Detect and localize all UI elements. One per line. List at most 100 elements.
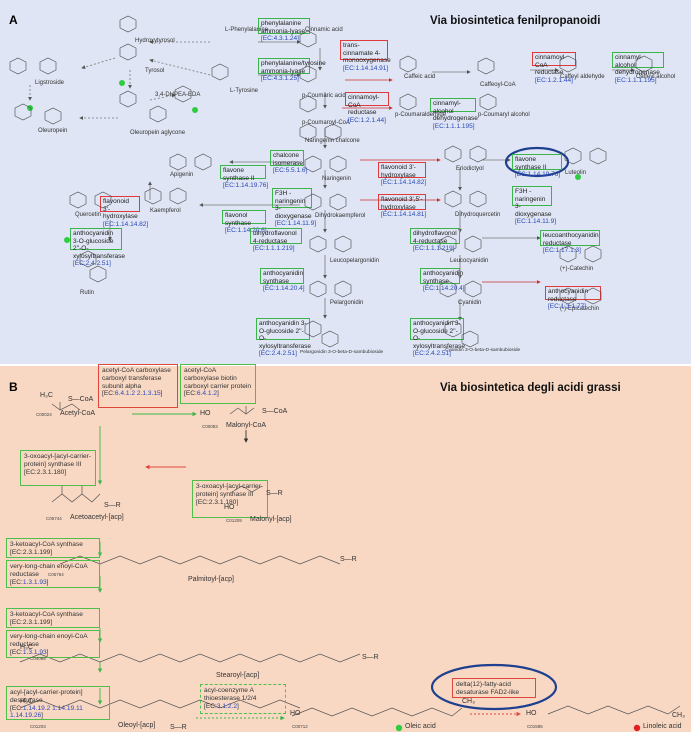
- compound-label: Leucocyanidin: [450, 258, 489, 264]
- enzyme-box-a3g2: anthocyanidin 3-O-glucoside 2''-O-xylosy…: [256, 318, 311, 357]
- sr-label: S—R: [340, 556, 357, 563]
- malonyl-acp-label: Malonyl-[acp]: [250, 516, 292, 523]
- compound-label: Naringenin: [322, 176, 352, 182]
- compound-label: L-Phenylalanine: [225, 27, 269, 33]
- compound-label: p-Coumaryl alcohol: [478, 112, 530, 118]
- compound-label: Kaempferol: [150, 208, 181, 214]
- compound-label: Hydroxytyrosol: [135, 38, 175, 44]
- enzyme-box-a3g: anthocyanidin 3-O-glucoside 2''-O-xylosy…: [70, 228, 125, 267]
- compound-label: Pelargonidin 3-O-beta-D-sambubioside: [300, 350, 384, 355]
- enzyme-box-pal: phenylalanine ammonia-lyase [EC:4.3.1.24…: [258, 18, 310, 42]
- compound-id: C01595: [527, 724, 543, 729]
- linoleic-acid-dot: [633, 724, 641, 732]
- sr-label: S—R: [362, 654, 379, 661]
- enzyme-box-ccr2: cinnamoyl-CoA reductase [EC:1.2.1.44]: [532, 52, 576, 84]
- compound-label: p-Coumaric acid: [302, 93, 346, 99]
- compound-id: C00712: [292, 724, 308, 729]
- scoa-label: S—CoA: [262, 408, 288, 415]
- acetyl-coa-label: Acetyl-CoA: [60, 410, 96, 417]
- enzyme-box-dfr2: dihydroflavonol 4-reductase [EC:1.1.1.21…: [410, 228, 460, 252]
- enzyme-box-c4h: trans-cinnamate 4-monooxygenase [EC:1.14…: [340, 40, 391, 72]
- compound-id: C00024: [36, 412, 52, 417]
- compound-label: Eriodictyol: [456, 166, 484, 172]
- compound-label: Oleuropein: [38, 128, 68, 134]
- h3c-label: H₃C: [40, 392, 53, 399]
- green-marker-dot: [575, 174, 581, 180]
- enzyme-box-ans: anthocyanidin synthase [EC:1.14.20.4]: [260, 268, 305, 292]
- compound-label: Pelargonidin: [330, 300, 364, 306]
- compound-label: p-Coumaraldehyde: [395, 112, 447, 118]
- green-marker-dot: [64, 237, 70, 243]
- enzyme-box-f3prime-h-left: flavonoid 3'-hydroxylase [EC:1.14.14.82]: [100, 196, 148, 228]
- compound-label: Caffeyl alcohol: [636, 74, 676, 80]
- scoa-label: S—CoA: [68, 396, 94, 403]
- sr-label: S—R: [170, 724, 187, 731]
- green-marker-dot: [119, 80, 125, 86]
- compound-label: 3,4-DHPEA-EDA: [155, 92, 201, 98]
- compound-label: Cyanidin: [458, 300, 482, 306]
- acetoacetyl-label: Acetoacetyl-[acp]: [70, 514, 124, 521]
- panel-b-label: B: [9, 380, 18, 394]
- oleic-acid-dot: [395, 724, 403, 732]
- compound-label: Naringenin chalcone: [305, 138, 360, 144]
- panel-a-title: Via biosintetica fenilpropanoidi: [430, 15, 601, 27]
- enzyme-box-vlc-2: very-long-chain enoyl-CoA reductase [EC:…: [6, 630, 100, 658]
- compound-label: L-Tyrosine: [230, 88, 259, 94]
- enzyme-box-kas3-left: 3-oxoacyl-[acyl-carrier-protein] synthas…: [20, 450, 96, 486]
- compound-label: Apigenin: [170, 172, 194, 178]
- enzyme-box-sad: acyl-[acyl-carrier-protein] desaturase […: [6, 686, 110, 720]
- sr-label: S—R: [266, 490, 283, 497]
- panel-a-phenylpropanoid: A Via biosintetica fenilpropanoidi L-Phe…: [0, 0, 691, 364]
- ch3-label: CH₃: [462, 698, 475, 705]
- enzyme-box-fns2: flavone synthase II [EC:1.14.19.76]: [512, 154, 562, 178]
- ho-label: HO: [200, 410, 211, 417]
- enzyme-box-f3h2: F3H - naringenin 3-dioxygenase [EC:1.14.…: [512, 186, 556, 225]
- compound-label: Dihydroquercetin: [455, 212, 501, 218]
- compound-label: Dihydrokaempferol: [315, 213, 366, 219]
- enzyme-box-vlc-1: very-long-chain enoyl-CoA reductase [EC:…: [6, 560, 100, 588]
- green-marker-dot: [27, 105, 33, 111]
- compound-id: C01203: [30, 724, 46, 729]
- stearoyl-label: Stearoyl-[acp]: [216, 672, 260, 679]
- panel-b-title: Via biosintetica degli acidi grassi: [440, 382, 621, 394]
- palmitoyl-label: Palmitoyl-[acp]: [188, 576, 234, 583]
- enzyme-box-bccp: acetyl-CoA carboxylase biotin carboxyl c…: [180, 364, 256, 404]
- panel-b-fatty-acid: B Via biosintetica degli acidi grassi ac…: [0, 364, 691, 732]
- panel-a-drawing: [27, 40, 635, 321]
- enzyme-box-kcs-1: 3-ketoacyl-CoA synthase [EC:2.3.1.199]: [6, 538, 100, 558]
- enzyme-box-ans2: anthocyanidin synthase [EC:1.14.20.4]: [420, 268, 465, 292]
- enzyme-box-anr: anthocyanidin reductase [EC:1.3.1.77]: [545, 286, 601, 310]
- compound-label: Tyrosol: [145, 68, 165, 74]
- enzyme-box-fad2: delta(12)-fatty-acid desaturase FAD2-lik…: [452, 678, 536, 698]
- compound-label: Leucopelargonidin: [330, 258, 380, 264]
- compound-label: Caffeoyl-CoA: [480, 82, 516, 88]
- ho-label: HO: [290, 710, 301, 717]
- compound-id: C05764: [48, 572, 64, 577]
- compound-label: Ligstroside: [35, 80, 65, 86]
- enzyme-box-thioesterase: acyl-coenzyme A thioesterase 1/2/4 [EC:3…: [200, 684, 286, 714]
- enzyme-box-fls: flavonol synthase [EC:1.14.20.6]: [222, 210, 267, 234]
- enzyme-box-f3prime-h: flavonoid 3'-hydroxylase [EC:1.14.14.82]: [378, 162, 426, 186]
- enzyme-box-kas3-center: 3-oxoacyl-[acyl-carrier-protein] synthas…: [192, 480, 268, 518]
- enzyme-box-cad2: cinnamyl-alcohol dehydrogenase [EC:1.1.1…: [430, 98, 478, 130]
- enzyme-box-kcs-2: 3-ketoacyl-CoA synthase [EC:2.3.1.199]: [6, 608, 100, 628]
- compound-label: Caffeic acid: [404, 74, 436, 80]
- compound-id: C04088: [30, 656, 46, 661]
- enzyme-box-f35h: flavonoid 3',5'-hydroxylase [EC:1.14.14.…: [378, 194, 426, 218]
- ho-label: HO: [526, 710, 537, 717]
- compound-label: p-Coumaroyl-CoA: [302, 120, 351, 126]
- enzyme-box-chi: chalcone isomerase [EC:5.5.1.6]: [270, 150, 307, 174]
- malonyl-coa-label: Malonyl-CoA: [226, 422, 267, 429]
- enzyme-box-cad: cinnamyl-alcohol dehydrogenase [EC:1.1.1…: [612, 52, 664, 84]
- sr-label: S—R: [104, 502, 121, 509]
- compound-id: C05744: [46, 516, 62, 521]
- compound-label: (+)-Catechin: [560, 266, 594, 272]
- enzyme-box-lar: leucoanthocyanidin reductase [EC:1.17.1.…: [540, 230, 600, 254]
- compound-label: Quercetin: [75, 212, 102, 218]
- ch3-label: CH₃: [672, 712, 685, 719]
- enzyme-box-acc-alpha: acetyl-CoA carboxylase carboxyl transfer…: [98, 364, 178, 408]
- panel-a-label: A: [9, 13, 18, 27]
- enzyme-box-fns: flavone synthase II [EC:1.14.19.76]: [220, 165, 268, 189]
- enzyme-box-ccr: cinnamoyl-CoA reductase [EC:1.2.1.44]: [345, 92, 389, 124]
